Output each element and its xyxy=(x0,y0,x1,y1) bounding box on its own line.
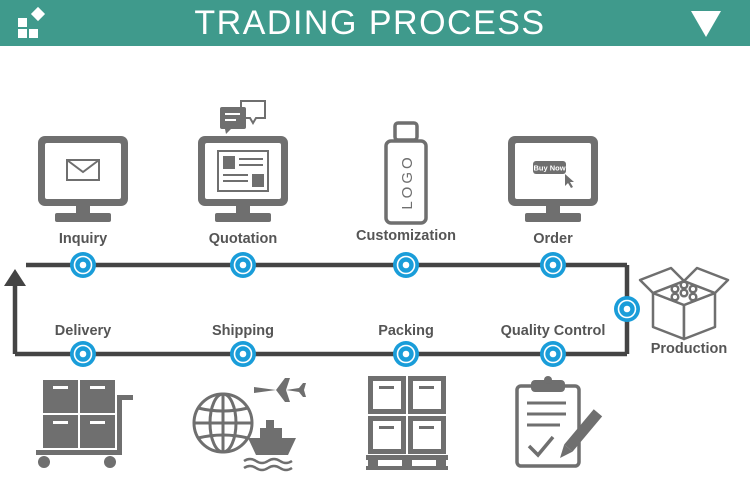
logo-bottle-icon: LOGO xyxy=(384,121,428,225)
node-shipping xyxy=(229,340,257,368)
buy-now-monitor-icon: Buy Now xyxy=(508,136,598,222)
node-quotation xyxy=(229,251,257,279)
flow-arrowhead xyxy=(4,269,26,286)
page-title: TRADING PROCESS xyxy=(194,4,546,42)
label-shipping: Shipping xyxy=(211,323,275,339)
down-triangle-icon[interactable] xyxy=(690,10,722,38)
node-quality-control xyxy=(539,340,567,368)
globe-plane-ship-icon xyxy=(192,378,306,472)
header-bar: TRADING PROCESS xyxy=(0,0,750,46)
clipboard-pencil-icon xyxy=(515,376,603,468)
four-squares-logo-icon xyxy=(18,6,46,38)
node-customization xyxy=(392,251,420,279)
node-inquiry xyxy=(69,251,97,279)
label-customization: Customization xyxy=(356,228,456,244)
label-quotation: Quotation xyxy=(208,231,278,247)
envelope-monitor-icon xyxy=(38,136,128,222)
label-order: Order xyxy=(533,231,573,247)
buy-now-text: Buy Now xyxy=(533,164,565,173)
document-monitor-chat-icon xyxy=(198,100,288,222)
label-delivery: Delivery xyxy=(54,323,112,339)
node-production xyxy=(613,295,641,323)
label-production: Production xyxy=(650,341,728,357)
open-box-icon xyxy=(638,266,730,341)
label-packing: Packing xyxy=(378,323,434,339)
node-delivery xyxy=(69,340,97,368)
bottle-logo-text: LOGO xyxy=(399,154,416,209)
label-inquiry: Inquiry xyxy=(58,231,108,247)
label-quality-control: Quality Control xyxy=(500,323,606,339)
flow-line xyxy=(12,262,630,357)
node-order xyxy=(539,251,567,279)
node-packing xyxy=(392,340,420,368)
cart-boxes-icon xyxy=(36,380,133,468)
pallet-boxes-icon xyxy=(366,376,448,470)
